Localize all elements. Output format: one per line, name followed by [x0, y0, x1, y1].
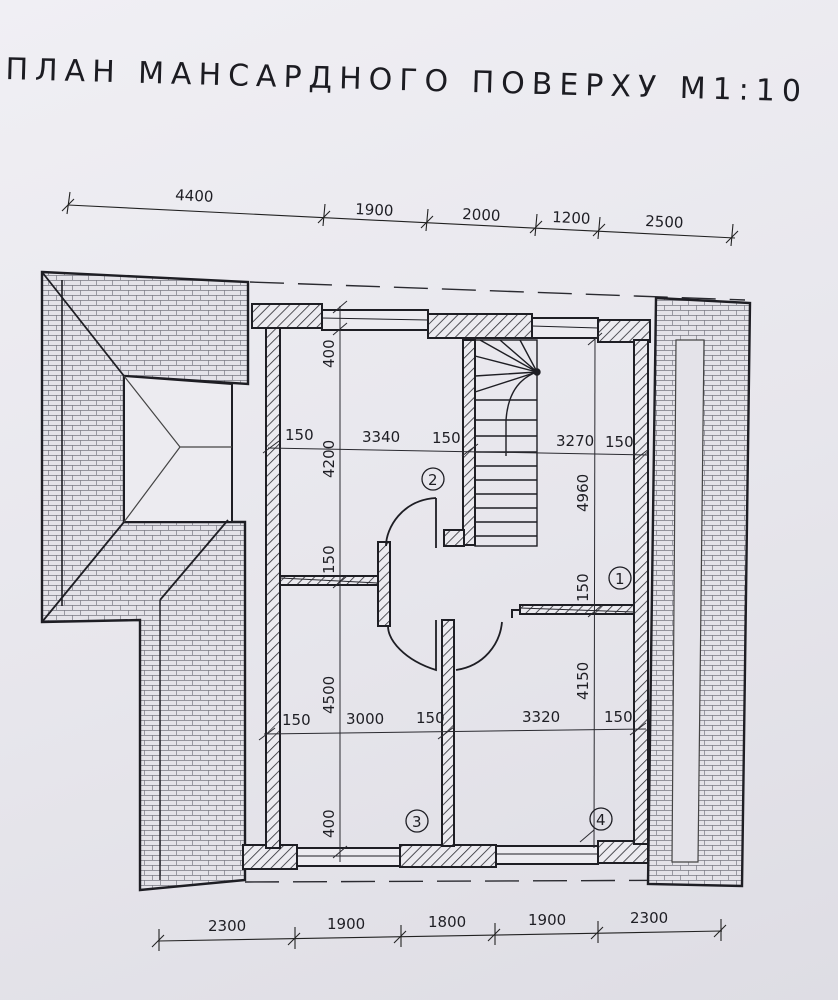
- room-markers: 1 2 3 4: [405, 467, 632, 833]
- top-dim-3: 2000: [462, 205, 501, 225]
- dim-room3-height: 4500: [320, 676, 338, 714]
- interior-dimension-labels: 150 3340 150 3270 150 400 4200 150 4960 …: [282, 339, 634, 838]
- dim-room4-width: 3320: [522, 708, 560, 726]
- room-marker-circle-4: [589, 807, 613, 831]
- dim-room1-height: 4960: [574, 474, 592, 512]
- top-dim-5: 2500: [645, 212, 684, 232]
- bottom-dim-5: 2300: [630, 909, 668, 927]
- bottom-dim-3: 1800: [428, 913, 466, 931]
- dim-wall-mid-upper: 150: [432, 429, 461, 447]
- top-dim-4: 1200: [552, 208, 591, 228]
- dim-wall-right-lower: 150: [604, 708, 633, 726]
- dim-wall-left-lower: 150: [282, 711, 311, 729]
- dim-stair-width: 3270: [556, 432, 594, 450]
- right-roof-slope: [646, 296, 752, 888]
- walls: [242, 303, 651, 870]
- dim-room2-width: 3340: [362, 428, 400, 446]
- room-marker-3: 3: [412, 813, 422, 831]
- interior-dimension-lines: [258, 300, 650, 862]
- top-dim-1: 4400: [175, 186, 214, 206]
- staircase: [474, 339, 541, 547]
- room-marker-circle-1: [608, 566, 632, 590]
- dim-window-top: 400: [320, 339, 338, 368]
- dim-wall-left-upper: 150: [285, 426, 314, 444]
- doors: [385, 497, 503, 672]
- dim-wall-right-upper: 150: [605, 433, 634, 451]
- room-marker-1: 1: [615, 570, 625, 588]
- top-dimension-chain: [61, 191, 739, 247]
- dim-wall-mid-lower: 150: [416, 709, 445, 727]
- bottom-dim-4: 1900: [528, 911, 566, 929]
- top-dim-2: 1900: [355, 200, 394, 220]
- room-marker-4: 4: [596, 811, 606, 829]
- dim-window-bottom: 400: [320, 809, 338, 838]
- dim-room2-height: 4200: [320, 440, 338, 478]
- left-roof-slope: [40, 270, 250, 892]
- dim-room3-width: 3000: [346, 710, 384, 728]
- bottom-dimension-chain: [151, 919, 727, 951]
- room-marker-circle-2: [421, 467, 445, 491]
- dim-partition-right: 150: [574, 573, 592, 602]
- bottom-dim-1: 2300: [208, 917, 246, 935]
- dim-partition-left: 150: [320, 545, 338, 574]
- room-marker-2: 2: [428, 471, 438, 489]
- dim-room4-height: 4150: [574, 662, 592, 700]
- room-marker-circle-3: [405, 809, 429, 833]
- bottom-dim-2: 1900: [327, 915, 365, 933]
